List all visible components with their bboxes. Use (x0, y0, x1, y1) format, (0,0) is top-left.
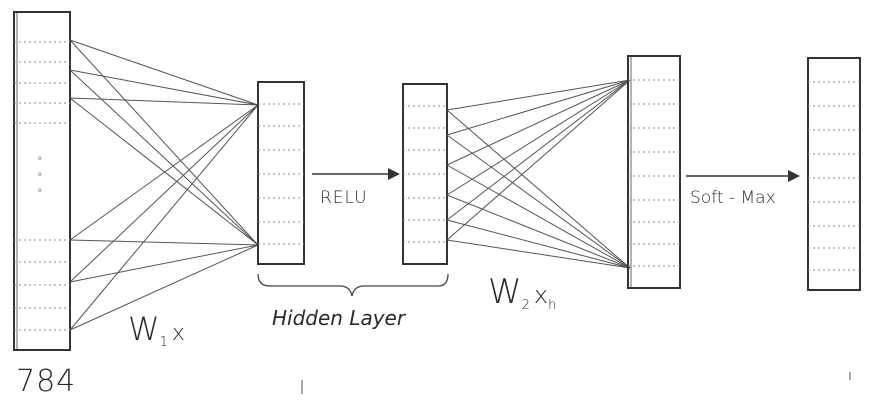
output-logits-layer (627, 55, 681, 289)
weights-2-main: W (488, 272, 522, 312)
input-dots: ∘ ∘ ∘ (36, 151, 44, 197)
weights-2-tail: x (533, 281, 549, 309)
connections-input-to-hidden (69, 39, 259, 331)
connections-hidden-to-output (446, 79, 631, 269)
weights-2-sub: 2 (521, 298, 530, 313)
weights-1-tail: x (171, 321, 185, 346)
relu-label: RELU (320, 188, 368, 208)
input-layer (13, 11, 71, 351)
softmax-label: Soft - Max (690, 188, 776, 208)
hidden-layer-2 (402, 83, 448, 265)
weights-2-tail-sub: h (548, 298, 557, 313)
input-size-label: 784 (16, 364, 77, 399)
hidden-layer-1 (257, 81, 305, 265)
hidden-layer-bracket (257, 273, 449, 297)
hidden-layer-label: Hidden Layer (272, 306, 406, 330)
weights-1-sub: 1 (159, 335, 168, 350)
softmax-arrow (686, 170, 800, 182)
softmax-output-layer (807, 57, 861, 291)
weights-1-main: W (128, 310, 160, 348)
relu-arrow (312, 168, 400, 180)
